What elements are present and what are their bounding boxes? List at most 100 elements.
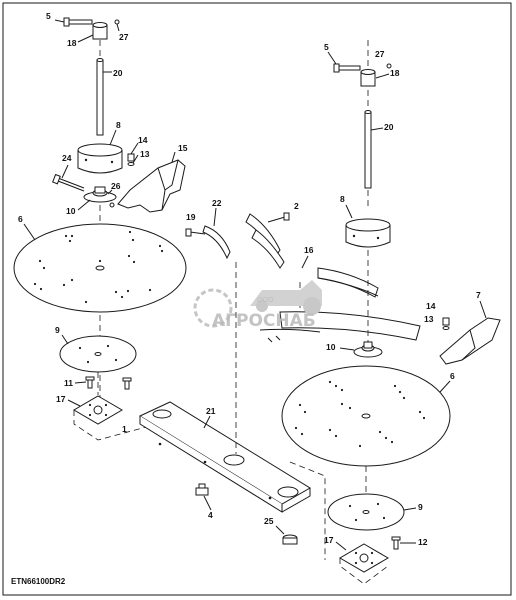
leader-5-right <box>327 51 337 65</box>
leader-8-left <box>109 129 117 146</box>
callout-9-left: 9 <box>55 325 60 335</box>
callout-27-right: 27 <box>375 49 385 59</box>
leader-6-right <box>439 380 451 393</box>
bolt-2 <box>267 212 290 223</box>
mount-plate-17-right <box>339 543 389 573</box>
callout-5-left: 5 <box>46 11 51 21</box>
leader-26 <box>107 189 113 195</box>
callout-11: 11 <box>64 378 73 388</box>
leader-10-right <box>339 347 355 351</box>
deflector-22 <box>202 225 231 260</box>
shaft-20-right <box>364 110 372 189</box>
diagram-code: ETN66100DR2 <box>11 577 66 586</box>
leader-6-left <box>23 223 36 241</box>
callout-2: 2 <box>294 201 299 211</box>
bolt-5-right <box>333 63 361 73</box>
leader-4 <box>203 495 212 511</box>
plate-9-left <box>59 335 137 373</box>
callout-17-left: 17 <box>56 394 66 404</box>
callout-6-left: 6 <box>18 214 23 224</box>
callout-13-right: 13 <box>424 314 434 324</box>
bolt-19 <box>185 228 206 237</box>
callout-22: 22 <box>212 198 222 208</box>
leader-27-left <box>116 23 120 32</box>
callout-6-right: 6 <box>450 371 455 381</box>
leader-11 <box>74 381 87 384</box>
callout-17-right: 17 <box>324 535 334 545</box>
ball-27-right <box>386 63 392 69</box>
bolt-4 <box>195 483 209 496</box>
cap-18-right <box>360 69 376 87</box>
nut-25 <box>282 534 298 545</box>
callout-5-right: 5 <box>324 42 329 52</box>
callout-18-right: 18 <box>390 68 400 78</box>
leader-25 <box>275 525 285 535</box>
callout-16: 16 <box>304 245 314 255</box>
callout-27-left: 27 <box>119 32 129 42</box>
leader-frame-right <box>289 461 326 560</box>
leader-7 <box>479 300 487 319</box>
blade-disc-6-left <box>13 223 187 313</box>
callout-26: 26 <box>111 181 121 191</box>
callout-9-right: 9 <box>418 502 423 512</box>
bolt-11 <box>85 376 95 389</box>
callout-10-right: 10 <box>326 342 336 352</box>
spindle-housing-8-right <box>345 218 391 248</box>
leader-16 <box>301 255 309 269</box>
callout-12: 12 <box>418 537 428 547</box>
spindle-housing-8-left <box>77 143 123 174</box>
leader-17-label-right <box>335 541 347 551</box>
leader-5-left <box>54 19 65 23</box>
leader-10-left <box>77 199 91 211</box>
leader-17-right <box>339 558 389 585</box>
guard-lower <box>259 311 421 343</box>
washer-13-right <box>442 326 450 330</box>
leader-20-right <box>370 127 384 131</box>
bracket-7 <box>439 317 501 365</box>
hub-10-left <box>83 186 117 208</box>
watermark-logo: ООО АГРОСНАБ <box>193 280 322 331</box>
callout-15: 15 <box>178 143 188 153</box>
callout-1: 1 <box>122 424 127 434</box>
leader-22 <box>213 207 217 227</box>
callout-20-right: 20 <box>384 122 394 132</box>
bolt-12-left <box>122 377 132 390</box>
callout-25: 25 <box>264 516 274 526</box>
callout-21: 21 <box>206 406 216 416</box>
bolt-12-right <box>391 536 401 550</box>
callout-7: 7 <box>476 290 481 300</box>
leader-24 <box>61 164 69 179</box>
cap-18-left <box>92 22 108 40</box>
deflector-upper <box>245 213 285 269</box>
nut-14-right <box>442 317 450 326</box>
watermark-prefix: ООО <box>257 296 274 304</box>
callout-14-left: 14 <box>138 135 148 145</box>
ball-27-left <box>114 19 120 25</box>
leader-9-right <box>403 507 417 511</box>
mount-plate-17-left <box>73 395 123 425</box>
washer-13-left <box>127 162 135 166</box>
leader-17-label-left <box>67 399 81 407</box>
callout-24: 24 <box>62 153 72 163</box>
plate-9-right <box>327 493 405 531</box>
callout-10-left: 10 <box>66 206 76 216</box>
main-frame-21 <box>138 401 311 513</box>
drawing-border <box>2 2 512 596</box>
shaft-20-left <box>96 58 104 136</box>
callout-19: 19 <box>186 212 196 222</box>
hub-10-right <box>353 341 383 358</box>
leader-14-left <box>130 142 139 155</box>
callout-14-right: 14 <box>426 301 436 311</box>
leader-15 <box>171 151 176 163</box>
watermark-brand: АГРОСНАБ <box>212 311 316 331</box>
callout-8-left: 8 <box>116 120 121 130</box>
bracket-15 <box>117 159 186 213</box>
nut-14-left <box>127 153 135 162</box>
callout-4: 4 <box>208 510 213 520</box>
leader-13-left <box>132 154 139 164</box>
callout-8-right: 8 <box>340 194 345 204</box>
leader-8-right <box>345 204 353 219</box>
leader-21 <box>203 415 211 429</box>
leader-18-right <box>375 73 390 79</box>
